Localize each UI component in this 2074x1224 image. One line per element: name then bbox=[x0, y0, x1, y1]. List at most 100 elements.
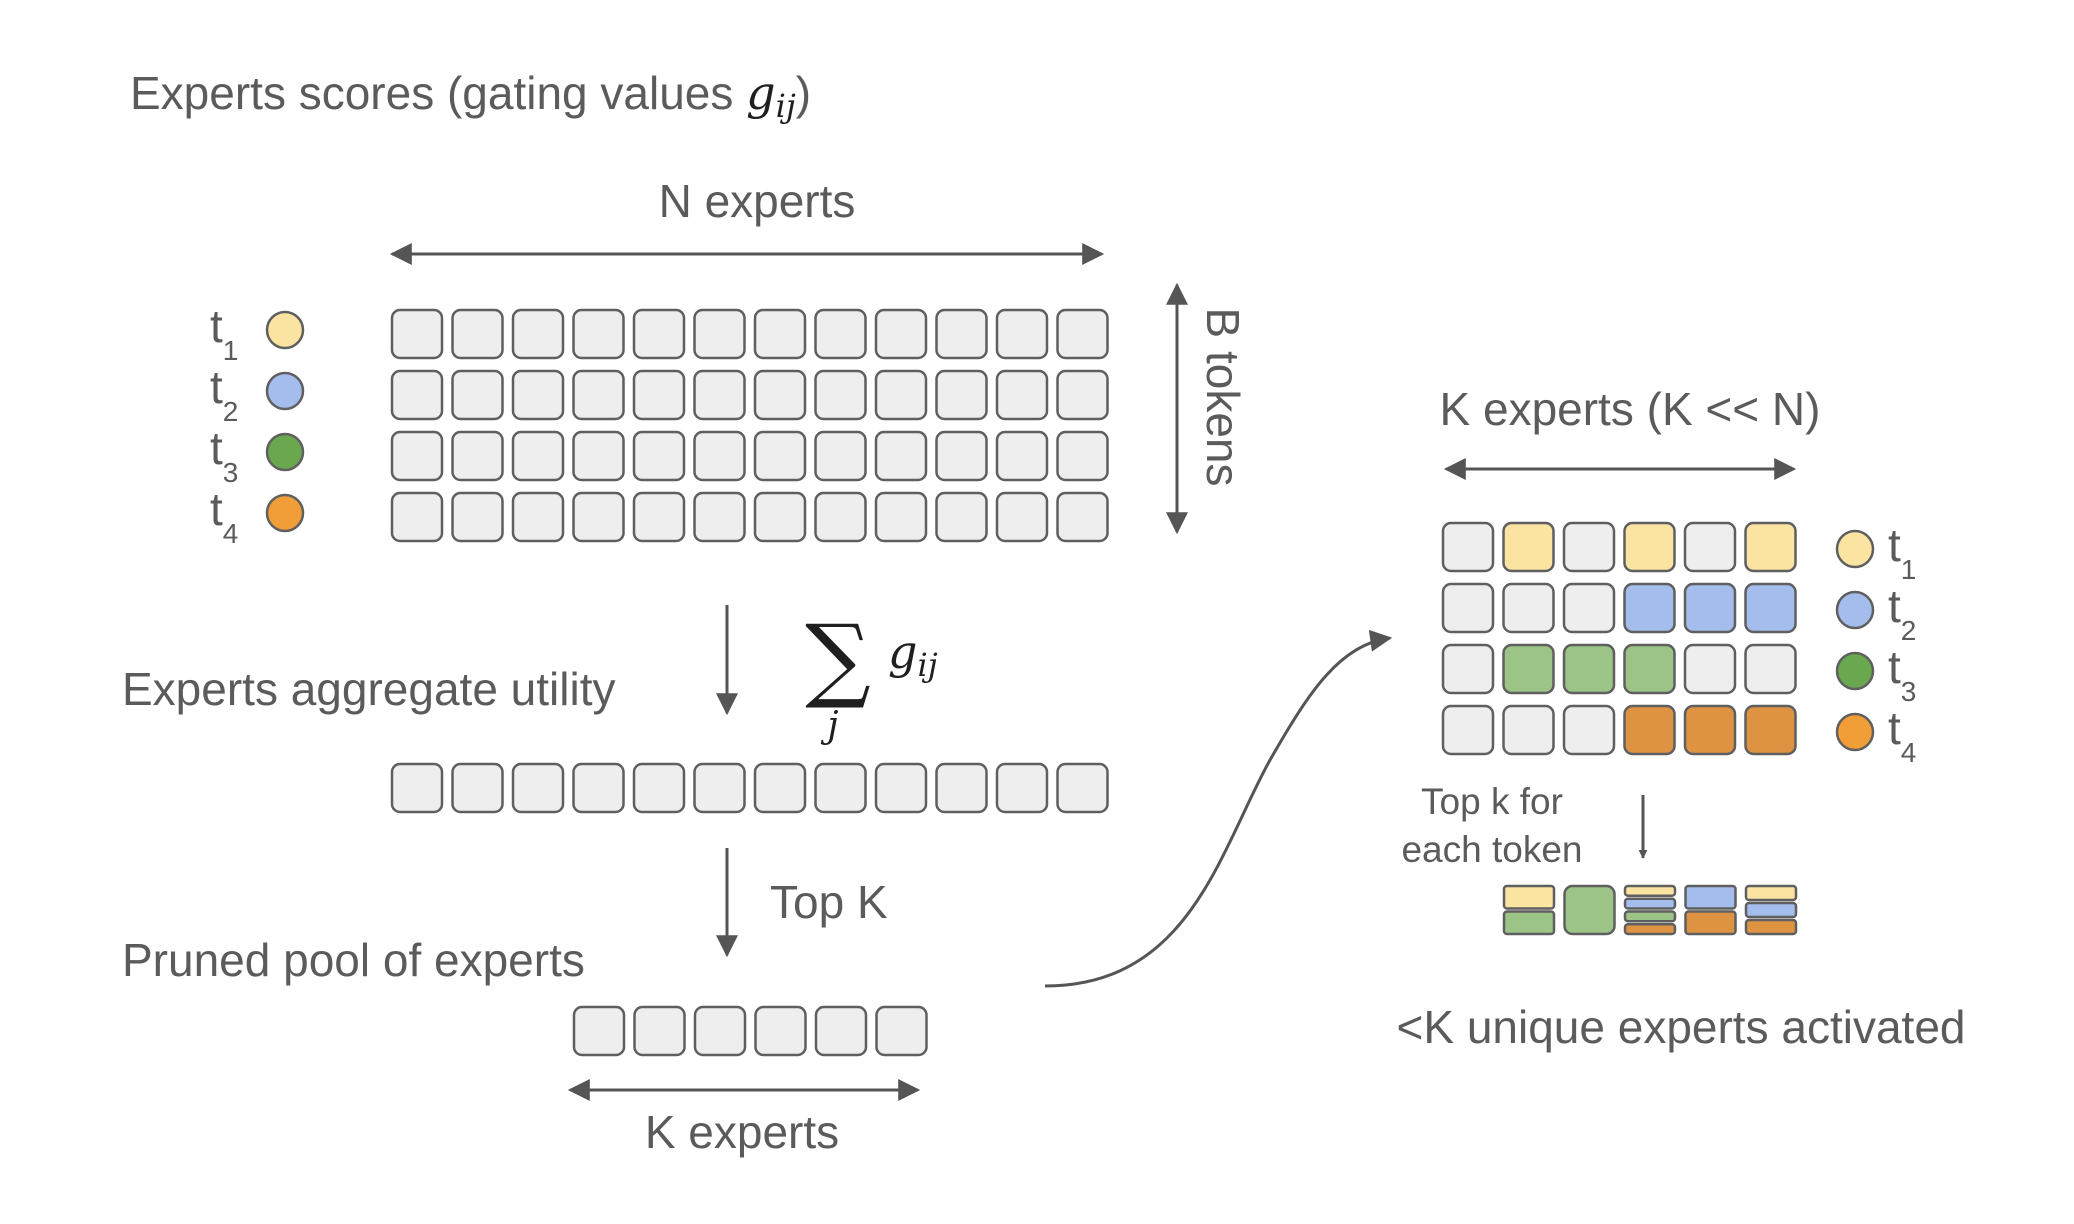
score-cell bbox=[632, 308, 686, 360]
score-cell bbox=[572, 430, 625, 482]
token-label: t4 bbox=[1888, 702, 1916, 768]
k-cell-selected bbox=[1744, 582, 1797, 634]
k-cell-selected bbox=[1623, 582, 1676, 634]
top-k-each-line2: each token bbox=[1401, 829, 1582, 870]
activated-segment bbox=[1684, 884, 1737, 910]
b-tokens-label: B tokens bbox=[1197, 308, 1249, 487]
aggregate-cell bbox=[511, 762, 565, 814]
pruned-cell bbox=[875, 1005, 928, 1057]
k-cell bbox=[1562, 582, 1616, 634]
score-cell bbox=[814, 491, 867, 543]
score-cell bbox=[935, 369, 988, 421]
title: Experts scores (gating values gij) bbox=[130, 66, 811, 125]
score-cell bbox=[753, 308, 807, 360]
aggregate-cell bbox=[753, 762, 807, 814]
score-cell bbox=[935, 430, 988, 482]
score-cell bbox=[511, 308, 565, 360]
k-cell-selected bbox=[1623, 704, 1676, 756]
score-cell bbox=[390, 491, 444, 543]
token-label: t1 bbox=[210, 300, 238, 366]
activated-segment bbox=[1502, 884, 1556, 910]
score-cell bbox=[390, 308, 444, 360]
activated-segment bbox=[1744, 884, 1798, 902]
token-label: t1 bbox=[1888, 519, 1916, 585]
token-dot bbox=[265, 493, 305, 533]
k-experts-kn-label: K experts (K << N) bbox=[1440, 383, 1821, 435]
aggregate-cell bbox=[572, 762, 625, 814]
score-cell bbox=[693, 430, 746, 482]
score-cell bbox=[995, 369, 1049, 421]
k-cell-selected bbox=[1623, 643, 1676, 695]
score-cell bbox=[814, 369, 867, 421]
score-cell bbox=[995, 491, 1049, 543]
score-cell bbox=[451, 308, 504, 360]
token-dot bbox=[265, 310, 305, 350]
score-cell bbox=[693, 491, 746, 543]
token-dot bbox=[265, 432, 305, 472]
score-cell bbox=[511, 369, 565, 421]
sum-formula: ∑ j gij bbox=[805, 605, 938, 746]
token-label: t4 bbox=[210, 483, 238, 549]
k-cell bbox=[1683, 521, 1737, 573]
k-cell bbox=[1744, 643, 1797, 695]
score-cell bbox=[632, 369, 686, 421]
score-cell bbox=[511, 430, 565, 482]
activated-segment bbox=[1563, 884, 1616, 936]
score-cell bbox=[1056, 430, 1109, 482]
score-cell bbox=[1056, 369, 1109, 421]
aggregate-label: Experts aggregate utility bbox=[122, 663, 616, 715]
token-dot bbox=[1835, 651, 1875, 691]
k-cell bbox=[1441, 643, 1495, 695]
score-cell bbox=[814, 308, 867, 360]
aggregate-cell bbox=[390, 762, 444, 814]
k-cell bbox=[1562, 704, 1616, 756]
aggregate-cell bbox=[451, 762, 504, 814]
score-cell bbox=[572, 491, 625, 543]
score-cell bbox=[572, 369, 625, 421]
score-cell bbox=[874, 369, 928, 421]
score-cell bbox=[753, 369, 807, 421]
k-cell bbox=[1502, 582, 1555, 634]
token-label: t2 bbox=[1888, 580, 1916, 646]
score-cell bbox=[451, 491, 504, 543]
k-assignment-matrix bbox=[1441, 521, 1797, 756]
score-cell bbox=[753, 491, 807, 543]
score-cell bbox=[753, 430, 807, 482]
sum-symbol: ∑ bbox=[805, 605, 871, 712]
pruned-cell bbox=[572, 1005, 626, 1057]
token-dot bbox=[1835, 529, 1875, 569]
token-dot bbox=[265, 371, 305, 411]
token-dot bbox=[1835, 712, 1875, 752]
score-cell bbox=[874, 430, 928, 482]
activated-segment bbox=[1684, 910, 1737, 936]
k-cell bbox=[1441, 704, 1495, 756]
k-cell-selected bbox=[1502, 643, 1555, 695]
score-cell bbox=[572, 308, 625, 360]
connector-curve-arrow bbox=[1044, 629, 1393, 988]
sum-term: gij bbox=[888, 625, 938, 684]
score-cell bbox=[814, 430, 867, 482]
n-experts-label: N experts bbox=[659, 175, 856, 227]
k-cell bbox=[1562, 521, 1616, 573]
top-k-label: Top K bbox=[770, 876, 888, 928]
score-cell bbox=[935, 491, 988, 543]
aggregate-cell bbox=[1056, 762, 1109, 814]
k-cell bbox=[1502, 704, 1555, 756]
top-k-each-line1: Top k for bbox=[1421, 781, 1563, 822]
token-dot bbox=[1835, 590, 1875, 630]
activated-segment bbox=[1744, 901, 1798, 919]
score-cell bbox=[935, 308, 988, 360]
aggregate-cell bbox=[995, 762, 1049, 814]
score-cell bbox=[874, 308, 928, 360]
score-cell bbox=[511, 491, 565, 543]
score-cell bbox=[390, 430, 444, 482]
activated-segment bbox=[1502, 910, 1556, 936]
score-cell bbox=[390, 369, 444, 421]
score-cell bbox=[1056, 491, 1109, 543]
pruned-cell bbox=[633, 1005, 686, 1057]
aggregate-utility-row bbox=[390, 762, 1109, 814]
